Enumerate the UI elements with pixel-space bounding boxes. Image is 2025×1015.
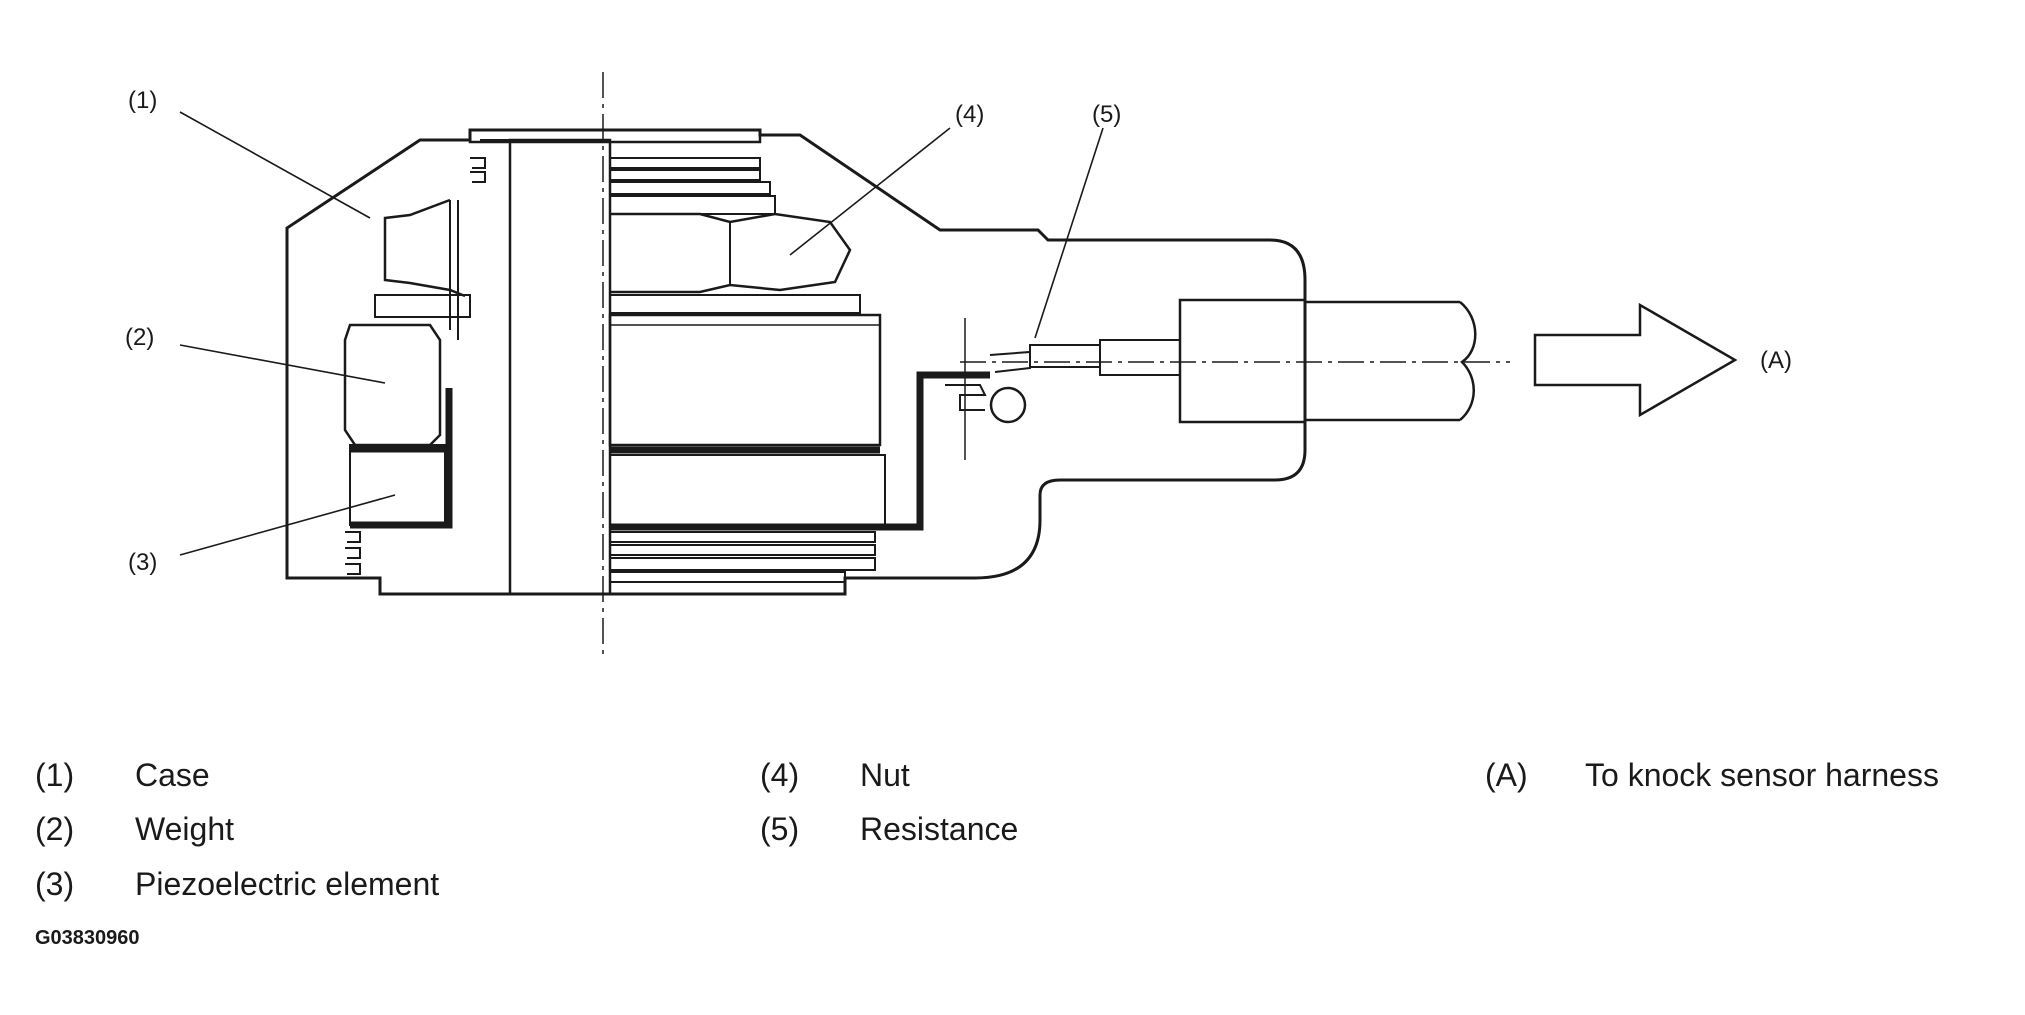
harness-arrow bbox=[1533, 302, 1738, 418]
legend-key-2: (2) bbox=[35, 811, 75, 847]
nut-right bbox=[610, 212, 852, 294]
leader-lines bbox=[179, 111, 1104, 556]
piezo-right bbox=[609, 454, 886, 526]
callout-weight: (2) bbox=[125, 324, 154, 351]
legend-label-1: Case bbox=[135, 757, 210, 793]
callout-resistance: (5) bbox=[1092, 101, 1121, 128]
top-cap bbox=[468, 128, 762, 144]
weight-right bbox=[608, 313, 882, 447]
legend-label-2: Weight bbox=[135, 811, 235, 847]
legend-key-1: (1) bbox=[35, 757, 75, 793]
stud-threads-bottom bbox=[609, 531, 876, 583]
left-notches bbox=[345, 157, 486, 575]
legend-label-5: Resistance bbox=[860, 811, 1019, 847]
callout-harness: (A) bbox=[1760, 347, 1792, 374]
legend-label-3: Piezoelectric element bbox=[135, 866, 440, 902]
piezo-left bbox=[349, 444, 446, 526]
legend-label-a: To knock sensor harness bbox=[1585, 757, 1939, 793]
case-outline bbox=[285, 128, 1307, 596]
callout-piezo: (3) bbox=[128, 549, 157, 576]
stud-threads-top bbox=[609, 157, 776, 215]
legend-key-4: (4) bbox=[760, 757, 800, 793]
callout-nut: (4) bbox=[955, 101, 984, 128]
legend-key-5: (5) bbox=[760, 811, 800, 847]
resistance-connector bbox=[945, 318, 1181, 460]
legend-label-4: Nut bbox=[860, 757, 910, 793]
figure-code: G03830960 bbox=[35, 927, 140, 949]
legend-key-3: (3) bbox=[35, 866, 75, 902]
center-stud bbox=[508, 138, 612, 596]
weight-left bbox=[343, 323, 442, 447]
legend-key-a: (A) bbox=[1485, 757, 1528, 793]
harness-cable bbox=[1178, 298, 1477, 424]
callout-case: (1) bbox=[128, 87, 157, 114]
lead-wires bbox=[350, 371, 990, 531]
nut-left bbox=[383, 198, 466, 298]
